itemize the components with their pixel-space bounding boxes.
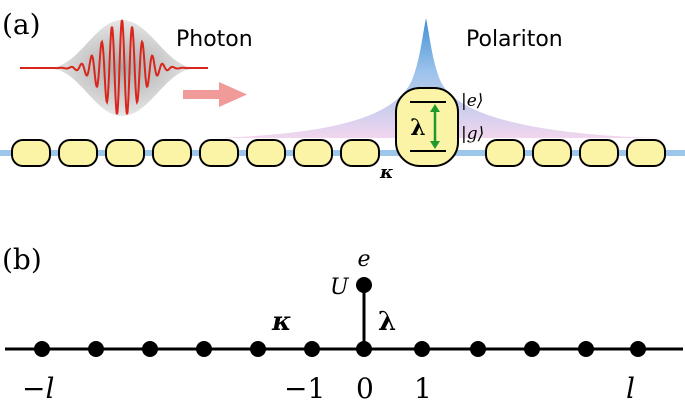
cavity-3 bbox=[105, 139, 145, 167]
cavity-array bbox=[11, 139, 666, 167]
cavity-11 bbox=[579, 139, 619, 167]
u-label: U bbox=[330, 275, 350, 300]
tick-label-l: l bbox=[626, 372, 635, 405]
tick-label-1: 1 bbox=[414, 372, 432, 405]
lattice-site-1 bbox=[34, 341, 50, 357]
lattice-site-9 bbox=[470, 341, 486, 357]
lattice-site-4 bbox=[196, 341, 212, 357]
transition-arrow bbox=[430, 104, 440, 149]
ground-state-label: |g⟩ bbox=[461, 124, 484, 144]
polariton-peak bbox=[215, 18, 655, 138]
lattice-site-8 bbox=[414, 341, 430, 357]
cavity-5 bbox=[199, 139, 239, 167]
lambda-label-a: λ bbox=[410, 115, 425, 141]
photon-wavepacket bbox=[20, 19, 208, 115]
lattice-site-6 bbox=[304, 341, 320, 357]
lattice-site-11 bbox=[578, 341, 594, 357]
kappa-label-b: κ bbox=[271, 307, 292, 337]
panel-a-label: (a) bbox=[2, 8, 41, 41]
lattice-site-7 bbox=[356, 341, 372, 357]
tick-label-minus-l: −l bbox=[22, 372, 54, 405]
tick-label-minus-1: −1 bbox=[284, 372, 325, 405]
emitter-site bbox=[356, 277, 372, 293]
cavity-2 bbox=[58, 139, 98, 167]
cavity-12 bbox=[626, 139, 666, 167]
cavity-1 bbox=[11, 139, 51, 167]
e-label: e bbox=[357, 247, 370, 272]
lambda-label-b: λ bbox=[378, 307, 396, 337]
atom-cavity: λ bbox=[395, 87, 459, 167]
cavity-8 bbox=[340, 139, 380, 167]
polariton-label: Polariton bbox=[466, 27, 563, 52]
lattice-site-10 bbox=[524, 341, 540, 357]
cavity-10 bbox=[532, 139, 572, 167]
cavity-9 bbox=[485, 139, 525, 167]
excited-state-label: |e⟩ bbox=[461, 91, 483, 111]
panel-a: (a) Photon Polariton λ bbox=[0, 8, 685, 183]
lattice-site-12 bbox=[630, 341, 646, 357]
panel-b-label: (b) bbox=[2, 243, 42, 276]
propagation-arrow bbox=[183, 82, 247, 107]
photon-label: Photon bbox=[176, 27, 253, 52]
panel-b: (b) e U κ λ −l −1 0 1 l bbox=[2, 243, 683, 405]
lattice-site-3 bbox=[142, 341, 158, 357]
photon-envelope bbox=[50, 20, 195, 116]
tick-label-0: 0 bbox=[356, 372, 374, 405]
lattice-site-2 bbox=[88, 341, 104, 357]
lattice-sites bbox=[34, 341, 646, 357]
lattice-site-5 bbox=[250, 341, 266, 357]
cavity-7 bbox=[293, 139, 333, 167]
cavity-6 bbox=[246, 139, 286, 167]
kappa-label-a: κ bbox=[379, 162, 394, 183]
cavity-4 bbox=[152, 139, 192, 167]
